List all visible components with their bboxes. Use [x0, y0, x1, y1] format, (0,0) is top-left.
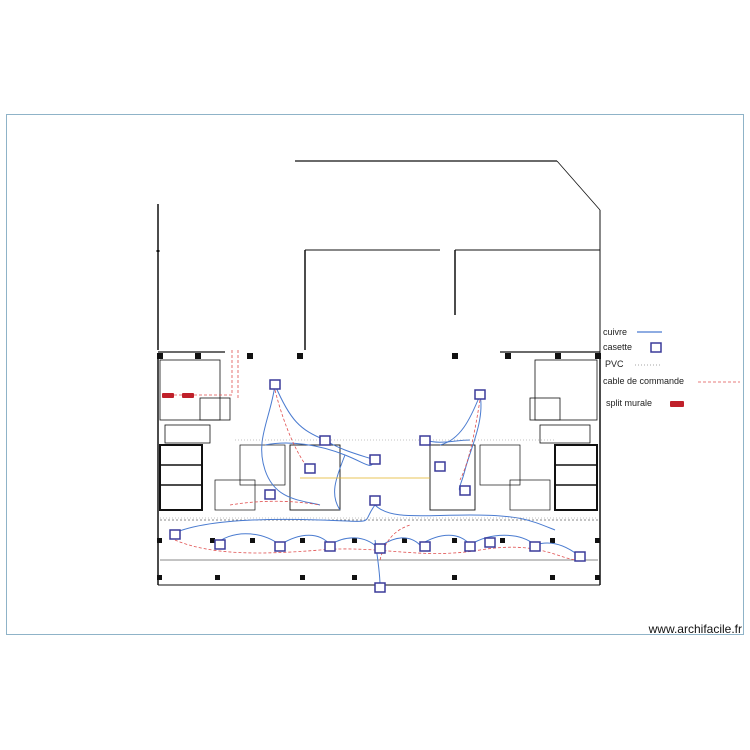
- drawing-frame: [6, 114, 744, 635]
- legend-label-copper: cuivre: [603, 327, 628, 337]
- building-walls: [156, 160, 601, 586]
- legend-label-cassette: casette: [603, 342, 633, 352]
- wall-split-units: [162, 393, 194, 398]
- legend-label-pvc: PVC: [605, 359, 624, 369]
- cassette-units: [169, 379, 586, 593]
- watermark: www.archifacile.fr: [648, 622, 742, 636]
- legend-label-control-cable: cable de commande: [603, 376, 685, 386]
- legend-label-wall-split: split murale: [606, 398, 653, 408]
- legend-symbols: [635, 331, 740, 407]
- pvc-lines: [160, 439, 598, 519]
- structural-columns: [157, 353, 601, 580]
